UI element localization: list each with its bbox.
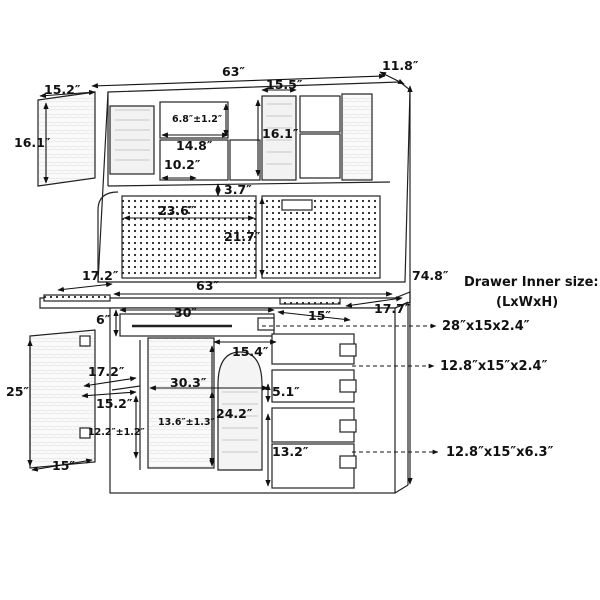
dim-center-shelf-gap: 13.6″±1.3″ (158, 417, 215, 428)
dim-lower-shelf-gap: 12.2″±1.2″ (88, 427, 145, 438)
dim-center-width: 30.3″ (170, 375, 207, 390)
dim-upper-door-width: 15.2″ (44, 82, 81, 97)
dim-right-drawer-depth: 15″ (308, 308, 331, 323)
dim-long-drawer-width: 30″ (174, 305, 197, 320)
dim-pegboard-height: 21.7″ (224, 229, 261, 244)
dim-large-drawer-height: 13.2″ (272, 444, 309, 459)
dim-counter-depth-right: 17.7″ (374, 301, 411, 316)
dim-lower-door-width: 15.2″ (96, 396, 133, 411)
dim-top-depth: 11.8″ (382, 58, 419, 73)
dim-small-cubby-width: 10.2″ (164, 157, 201, 172)
legend-format: (LxWxH) (496, 295, 559, 310)
legend-leaders (262, 323, 439, 455)
dim-top-width: 63″ (222, 64, 245, 79)
dim-total-height: 74.8″ (412, 268, 449, 283)
dim-glass-door-height: 16.1″ (262, 126, 299, 141)
legend-drawer-1: 28″x15x2.4″ (442, 319, 530, 334)
dim-right-drawer-width: 15.4″ (232, 344, 269, 359)
dim-counter-depth-left: 17.2″ (82, 268, 119, 283)
dim-glass-door-width: 15.5″ (266, 77, 303, 92)
dim-base-depth: 15″ (52, 458, 75, 473)
dim-lower-shelf-depth: 17.2″ (88, 364, 125, 379)
dim-shelf-gap: 6.8″±1.2″ (172, 114, 223, 125)
dim-center-height: 24.2″ (216, 406, 253, 421)
dim-counter-width: 63″ (196, 278, 219, 293)
dim-lower-cabinet-height: 25″ (6, 384, 29, 399)
upper-hutch (37, 81, 411, 283)
dim-hutch-gap: 3.7″ (224, 182, 252, 197)
lower-cabinet (29, 301, 409, 494)
dim-long-drawer-height: 6″ (96, 312, 111, 327)
dimension-lines (27, 71, 413, 487)
dim-upper-door-height: 16.1″ (14, 135, 51, 150)
dim-upper-shelf-width: 14.8″ (176, 138, 213, 153)
dim-small-drawer-height: 5.1″ (272, 384, 300, 399)
legend-drawer-2: 12.8″x15″x2.4″ (440, 359, 548, 374)
dim-pegboard-width: 23.6″ (158, 203, 195, 218)
legend-title: Drawer Inner size: (464, 275, 599, 290)
legend-drawer-3: 12.8″x15″x6.3″ (446, 445, 554, 460)
